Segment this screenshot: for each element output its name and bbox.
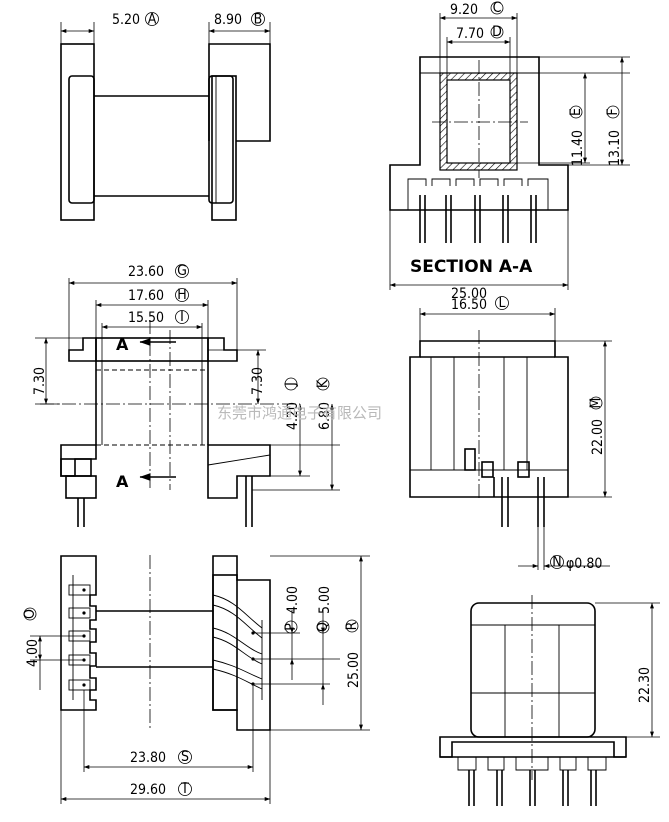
dim-a-marker: A [148,12,157,28]
dim-g-value: 23.60 [128,264,164,280]
view-section-a-a: 9.20 C 7.70 D 11.40 E 13.10 F SECTION A-… [389,0,630,302]
view-side: 16.50 L 22.00 M N φ0.80 [409,295,612,572]
dim-p-marker: P [283,623,299,631]
dim-l-value: 16.50 [451,297,487,313]
dim-g-marker: G [177,263,187,279]
section-arrow-label-top: A [116,335,129,354]
dim-o-marker: O [22,609,38,619]
dim-f-marker: F [605,108,621,115]
dim-n-marker: N [552,554,561,570]
dim-d-marker: D [492,24,502,40]
offset-left-value: 7.30 [32,367,48,395]
view-top-left-end: 5.20 A 8.90 B [60,12,271,221]
view-bottom-pins: 4.00 O 4.00 P 5.00 Q 25.00 R 23.80 S 29.… [22,555,370,804]
dim-c-value: 9.20 [450,2,478,18]
dim-t-value: 29.60 [130,782,166,798]
dim-h-marker: H [177,287,186,303]
dim-i-value: 15.50 [128,310,164,326]
section-arrow-label-bottom: A [116,472,129,491]
dim-s-marker: S [181,749,189,765]
dim-n-value: φ0.80 [566,556,602,572]
dim-k-marker: K [315,379,331,388]
dim-a-value: 5.20 [112,12,140,28]
company-watermark: 东莞市鸿通电子有限公司 [217,404,382,422]
dim-c-marker: C [493,0,502,16]
view-side-pins: 22.30 [439,595,660,806]
dim-b-marker: B [254,12,263,28]
dim-m-value: 22.00 [590,419,606,455]
dim-q-value: 5.00 [317,586,333,614]
section-title: SECTION A-A [410,257,533,277]
dim-e-marker: E [568,108,584,116]
offset-right-value: 7.30 [250,367,266,395]
view-front-with-section-cut: A A 23.60 G 17.60 H 15.50 I 7.30 7.30 4.… [32,263,340,527]
dim-p-value: 4.00 [285,586,301,614]
dim-j-marker: J [283,382,299,387]
dim-e-value: 11.40 [570,130,586,166]
section-width-value: 25.00 [451,286,487,302]
dim-d-value: 7.70 [456,26,484,42]
dim-l-marker: L [498,295,505,311]
dim-k-value: 6.80 [317,402,333,430]
dim-r-value: 25.00 [346,652,362,688]
dim-s-value: 23.80 [130,750,166,766]
dim-m-marker: M [588,398,604,409]
dim-j-value: 4.20 [285,402,301,430]
dim-r-marker: R [344,621,360,630]
dim-o-value: 4.00 [25,639,41,667]
dim-t-marker: T [180,781,189,797]
side-height-value: 22.30 [637,667,653,703]
dim-i-marker: I [180,309,184,325]
dim-f-value: 13.10 [607,130,623,166]
dim-b-value: 8.90 [214,12,242,28]
dim-q-marker: Q [315,622,331,632]
dim-h-value: 17.60 [128,288,164,304]
